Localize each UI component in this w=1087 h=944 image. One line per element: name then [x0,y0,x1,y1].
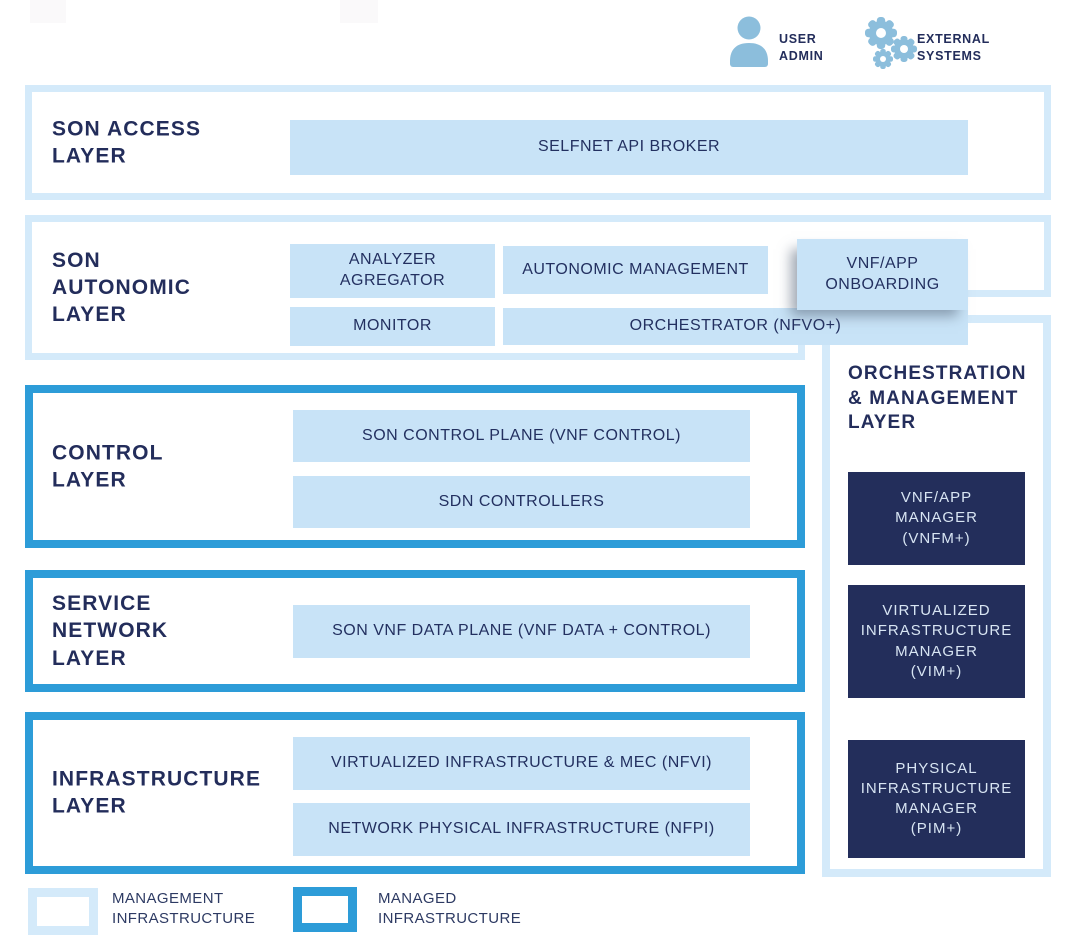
layer-service-network: SERVICE NETWORK LAYER SON VNF DATA PLANE… [25,570,805,692]
legend-label-management-infrastructure: MANAGEMENT INFRASTRUCTURE [112,890,256,927]
module-nfpi: NETWORK PHYSICAL INFRASTRUCTURE (NFPI) [293,803,750,856]
module-vnf-app-manager: VNF/APP MANAGER (VNFM+) [848,472,1025,565]
external-systems-label: EXTERNAL SYSTEMS [917,32,990,63]
gears-icon [856,8,922,72]
module-physical-infrastructure-manager: PHYSICAL INFRASTRUCTURE MANAGER (PIM+) [848,740,1025,858]
module-monitor: MONITOR [290,307,495,346]
module-nfvi: VIRTUALIZED INFRASTRUCTURE & MEC (NFVI) [293,737,750,790]
module-son-vnf-data-plane: SON VNF DATA PLANE (VNF DATA + CONTROL) [293,605,750,658]
layer-title-service-network: SERVICE NETWORK LAYER [52,592,169,670]
module-vnf-app-onboarding: VNF/APP ONBOARDING [797,239,968,310]
layer-son-access: SON ACCESS LAYER SELFNET API BROKER [25,85,1051,200]
module-son-control-plane: SON CONTROL PLANE (VNF CONTROL) [293,410,750,462]
legend-label-managed-infrastructure: MANAGED INFRASTRUCTURE [378,890,522,927]
layer-infrastructure: INFRASTRUCTURE LAYER VIRTUALIZED INFRAST… [25,712,805,874]
legend-swatch-management-infrastructure [28,888,98,935]
page-edge-artifact [30,0,66,23]
module-orchestrator-nfvo: ORCHESTRATOR (NFVO+) [503,308,968,345]
module-virtualized-infrastructure-manager: VIRTUALIZED INFRASTRUCTURE MANAGER (VIM+… [848,585,1025,698]
layer-title-son-access: SON ACCESS LAYER [52,117,202,168]
layer-title-infrastructure: INFRASTRUCTURE LAYER [52,767,262,818]
layer-control: CONTROL LAYER SON CONTROL PLANE (VNF CON… [25,385,805,548]
legend-swatch-managed-infrastructure [293,887,357,932]
user-icon [727,16,771,68]
layer-title-orchestration-management: ORCHESTRATION & MANAGEMENT LAYER [848,363,1027,434]
module-sdn-controllers: SDN CONTROLLERS [293,476,750,528]
module-autonomic-management: AUTONOMIC MANAGEMENT [503,246,768,294]
user-admin-label: USER ADMIN [779,32,824,63]
layer-title-son-autonomic: SON AUTONOMIC LAYER [52,248,192,327]
module-analyzer-agregator: ANALYZER AGREGATOR [290,244,495,298]
page-edge-artifact [340,0,378,23]
layer-title-control: CONTROL LAYER [52,441,164,492]
layer-orchestration-management: ORCHESTRATION & MANAGEMENT LAYER VNF/APP… [822,315,1051,877]
module-selfnet-api-broker: SELFNET API BROKER [290,120,968,175]
